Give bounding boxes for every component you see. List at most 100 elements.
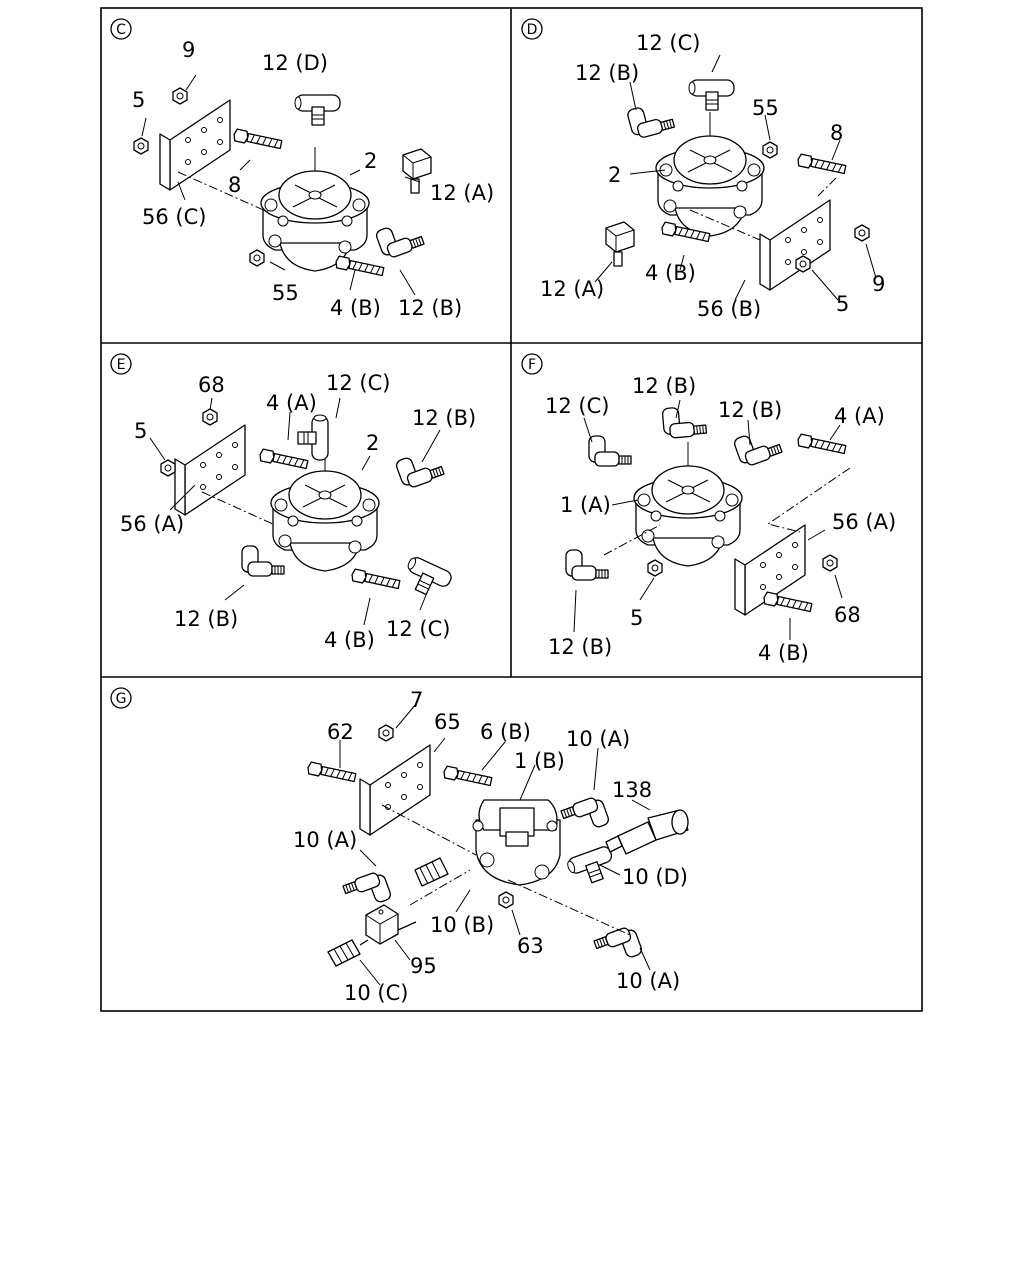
panel-d: D 12 (C) 12 (B) 55 8 2 12 (A) 4 (B) 56 (…	[521, 18, 885, 321]
block-95	[365, 904, 399, 945]
nut-68	[202, 408, 218, 426]
fitting-12b	[374, 217, 426, 261]
nut-68	[822, 554, 838, 572]
panel-e-marker: E	[110, 353, 132, 375]
panel-e-label-8: 4 (B)	[324, 628, 375, 652]
fitting-10a-lower	[592, 924, 644, 968]
bolt-62	[306, 761, 357, 785]
valve-1a	[633, 441, 743, 567]
svg-text:F: F	[528, 357, 536, 373]
panel-c-label-6: 56 (C)	[142, 205, 206, 229]
panel-g: G	[110, 687, 689, 1005]
panel-d-label-4: 2	[608, 163, 621, 187]
panel-frames	[100, 7, 923, 1012]
panel-g-label-8: 10 (D)	[622, 865, 688, 889]
panel-f-label-6: 5	[630, 606, 643, 630]
panel-f-label-5: 56 (A)	[832, 510, 896, 534]
panel-f-label-3: 4 (A)	[834, 404, 885, 428]
panel-e-label-9: 12 (C)	[386, 617, 450, 641]
panel-d-label-1: 12 (B)	[575, 61, 639, 85]
panel-f-label-2: 12 (B)	[718, 398, 782, 422]
fitting-10b	[397, 857, 449, 931]
panel-f-marker: F	[521, 353, 543, 375]
bolt-4a	[258, 448, 309, 472]
panel-f: F 12 (B) 12 (C) 12 (B) 4 (A) 1 (A) 56 (A…	[521, 353, 896, 665]
panel-d-label-8: 5	[836, 292, 849, 316]
panel-g-label-10: 63	[517, 934, 544, 958]
panel-c-label-1: 12 (D)	[262, 51, 328, 75]
panel-g-label-7: 10 (A)	[293, 828, 357, 852]
fitting-12b-right	[732, 425, 784, 469]
panel-c-label-0: 9	[182, 38, 195, 62]
panel-g-label-3: 6 (B)	[480, 720, 531, 744]
panel-g-label-1: 65	[434, 710, 461, 734]
panel-g-label-5: 1 (B)	[514, 749, 565, 773]
bolt-4b	[762, 591, 813, 615]
fitting-12b-lower	[565, 549, 609, 581]
panel-c-label-2: 5	[132, 88, 145, 112]
bolt-6b	[442, 765, 493, 789]
panel-c-label-8: 4 (B)	[330, 296, 381, 320]
fitting-12a	[402, 148, 432, 194]
nut-7	[378, 724, 394, 742]
svg-text:E: E	[117, 357, 126, 373]
nut-9	[172, 87, 188, 105]
svg-text:D: D	[527, 22, 538, 38]
panel-c-label-7: 55	[272, 281, 299, 305]
panel-f-label-1: 12 (C)	[545, 394, 609, 418]
panel-e-label-2: 4 (A)	[266, 391, 317, 415]
panel-d-label-9: 9	[872, 272, 885, 296]
nut-5	[160, 459, 176, 477]
nut-5	[133, 137, 149, 155]
panel-g-label-13: 10 (C)	[344, 981, 408, 1005]
nut-55	[249, 249, 265, 267]
panel-g-marker: G	[110, 687, 132, 709]
fitting-12d	[294, 94, 341, 126]
bolt-8	[232, 128, 283, 152]
fitting-12b-lower	[241, 545, 285, 577]
panel-f-label-4: 1 (A)	[560, 493, 611, 517]
panel-d-marker: D	[521, 18, 543, 40]
bolt-4b	[334, 255, 385, 279]
panel-e-label-1: 12 (C)	[326, 371, 390, 395]
panel-e-label-6: 56 (A)	[120, 512, 184, 536]
svg-text:G: G	[116, 691, 127, 707]
nut-5	[647, 559, 663, 577]
nut-9	[854, 224, 870, 242]
panel-g-label-9: 10 (B)	[430, 913, 494, 937]
panel-f-label-7: 68	[834, 603, 861, 627]
panel-g-label-4: 10 (A)	[566, 727, 630, 751]
panel-c-marker: C	[110, 18, 132, 40]
panel-d-label-5: 12 (A)	[540, 277, 604, 301]
sensor-138	[605, 809, 689, 855]
bolt-4b	[350, 568, 401, 592]
panel-c: C 9 12 (D) 5 2 12 (A) 8 56 (C) 55 4 (B) …	[110, 18, 494, 320]
valve-1b	[472, 799, 561, 886]
fitting-12b-top	[661, 404, 708, 440]
panel-e-label-5: 5	[134, 419, 147, 443]
fitting-10c	[327, 939, 369, 967]
fitting-12a	[605, 221, 635, 267]
fitting-12c	[588, 435, 632, 467]
panel-e-label-0: 68	[198, 373, 225, 397]
fitting-12c	[297, 414, 329, 461]
valve-2	[270, 446, 380, 572]
panel-d-label-2: 55	[752, 96, 779, 120]
bracket-65	[359, 744, 431, 836]
nut-55	[762, 141, 778, 159]
panel-e-label-7: 12 (B)	[174, 607, 238, 631]
panel-g-label-6: 138	[612, 778, 652, 802]
bolt-8	[796, 153, 847, 177]
panel-g-label-2: 62	[327, 720, 354, 744]
panel-c-label-4: 12 (A)	[430, 181, 494, 205]
panel-d-label-7: 56 (B)	[697, 297, 761, 321]
panel-f-label-8: 12 (B)	[548, 635, 612, 659]
panel-g-label-12: 10 (A)	[616, 969, 680, 993]
panel-f-label-9: 4 (B)	[758, 641, 809, 665]
nut-5	[795, 255, 811, 273]
panel-e: E 68 12 (C) 4 (A) 12 (B) 2 5 56 (A) 12 (…	[110, 353, 476, 652]
bracket-56c	[159, 99, 231, 191]
panel-f-label-0: 12 (B)	[632, 374, 696, 398]
panel-c-label-3: 2	[364, 149, 377, 173]
